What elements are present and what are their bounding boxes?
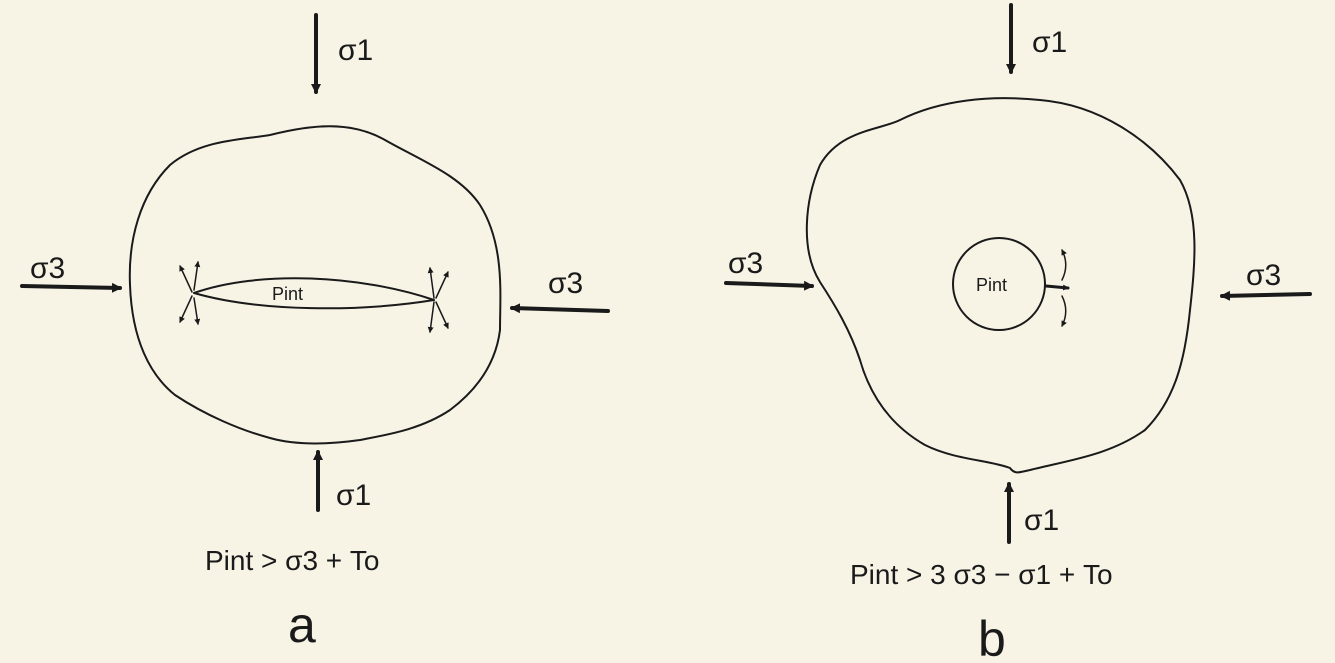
- panel-a: σ1 σ1 σ3 σ3 Pint Pint > σ3 + To a: [20, 13, 610, 653]
- sigma3-left-label-b: σ3: [728, 247, 763, 280]
- sigma3-left-arrow-a: [20, 282, 122, 293]
- sigma1-bottom-label-a: σ1: [336, 479, 371, 512]
- sigma3-right-label-b: σ3: [1246, 259, 1281, 292]
- sigma1-bottom-label-b: σ1: [1024, 504, 1059, 537]
- borehole-circle-b: [952, 237, 1046, 331]
- sigma3-left-arrow-b: [724, 280, 814, 291]
- crack-lens-a: [193, 277, 435, 310]
- crack-tip-right-arrows-a: [427, 267, 449, 333]
- borehole-edge-arrows-b: [1044, 249, 1070, 327]
- crack-pint-label-a: Pint: [272, 284, 303, 304]
- sigma3-right-label-a: σ3: [548, 267, 583, 300]
- sigma1-top-label-a: σ1: [338, 34, 373, 67]
- formula-b: Pint > 3 σ3 − σ1 + To: [850, 559, 1113, 590]
- sigma3-right-arrow-b: [1220, 290, 1312, 301]
- formula-a: Pint > σ3 + To: [205, 545, 380, 576]
- panel-b: σ1 σ1 σ3 σ3 Pint Pint > 3 σ3 − σ1 + To b: [724, 3, 1312, 663]
- rock-body-outline-a: [128, 125, 502, 445]
- crack-tip-left-arrows-a: [179, 261, 201, 325]
- panel-label-b: b: [978, 611, 1006, 663]
- sigma3-right-arrow-a: [510, 303, 610, 314]
- panel-label-a: a: [288, 597, 316, 653]
- rock-body-outline-b: [805, 97, 1196, 474]
- sigma1-top-label-b: σ1: [1032, 26, 1067, 59]
- sigma3-left-label-a: σ3: [30, 252, 65, 285]
- borehole-pint-label-b: Pint: [976, 275, 1007, 295]
